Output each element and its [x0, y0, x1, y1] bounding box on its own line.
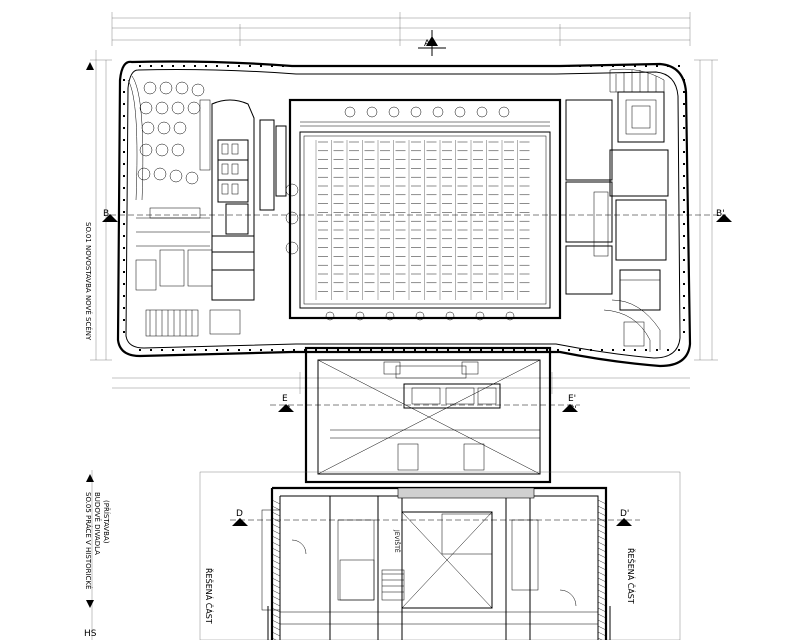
section-label-b-prime: B'	[716, 209, 725, 219]
right-upper-stair	[609, 68, 665, 93]
historic-wall-hatch	[271, 499, 607, 640]
section-label-e: E	[282, 394, 288, 404]
left-service-rooms	[211, 99, 287, 301]
room-labels: ŘEŠENÁ ČÁST ŘEŠENÁ ČÁST JEVIŠTĚ	[204, 529, 637, 624]
toilet-fixtures	[135, 143, 239, 291]
auditorium-hall	[285, 98, 562, 321]
section-label-b: B	[103, 209, 109, 219]
section-markers: B B' E C E' C' D D' HS	[84, 209, 732, 639]
side-label-new-stage: SO.01 NOVOSTAVBA NOVÉ SCÉNY	[84, 222, 93, 341]
side-labels: SO.01 NOVOSTAVBA NOVÉ SCÉNY SO.05 PRÁCE …	[84, 62, 111, 608]
section-axes	[110, 214, 726, 521]
annotation-ticks	[123, 65, 685, 351]
axis-a: A	[418, 30, 446, 56]
section-label-c-prime: C'	[568, 405, 577, 415]
side-label-historic-1: SO.05 PRÁCE V HISTORICKÉ	[84, 492, 93, 589]
connecting-link	[304, 346, 552, 484]
section-label-c: C	[284, 405, 290, 415]
lower-left-stair	[145, 309, 241, 337]
side-label-historic-3: (PŘÍSTAVBA)	[102, 500, 111, 544]
right-lower-curve	[603, 299, 661, 352]
side-label-historic-2: BUDOVĚ DIVADLA	[93, 492, 102, 555]
room-label-right: ŘEŠENÁ ČÁST	[626, 548, 637, 604]
new-stage-building	[116, 60, 692, 368]
historic-building	[199, 471, 681, 640]
section-label-d-prime: D'	[620, 509, 629, 519]
axis-label-a: A	[424, 39, 431, 49]
auditorium-seating	[315, 140, 530, 300]
room-label-stage: JEVIŠTĚ	[393, 529, 401, 553]
room-label-left: ŘEŠENÁ ČÁST	[204, 568, 215, 624]
cafe-foyer-tables	[127, 75, 211, 201]
section-label-d: D	[236, 509, 243, 519]
corner-mark: HS	[84, 629, 97, 639]
right-service-rooms	[565, 91, 669, 311]
section-label-e-prime: E'	[568, 394, 576, 404]
